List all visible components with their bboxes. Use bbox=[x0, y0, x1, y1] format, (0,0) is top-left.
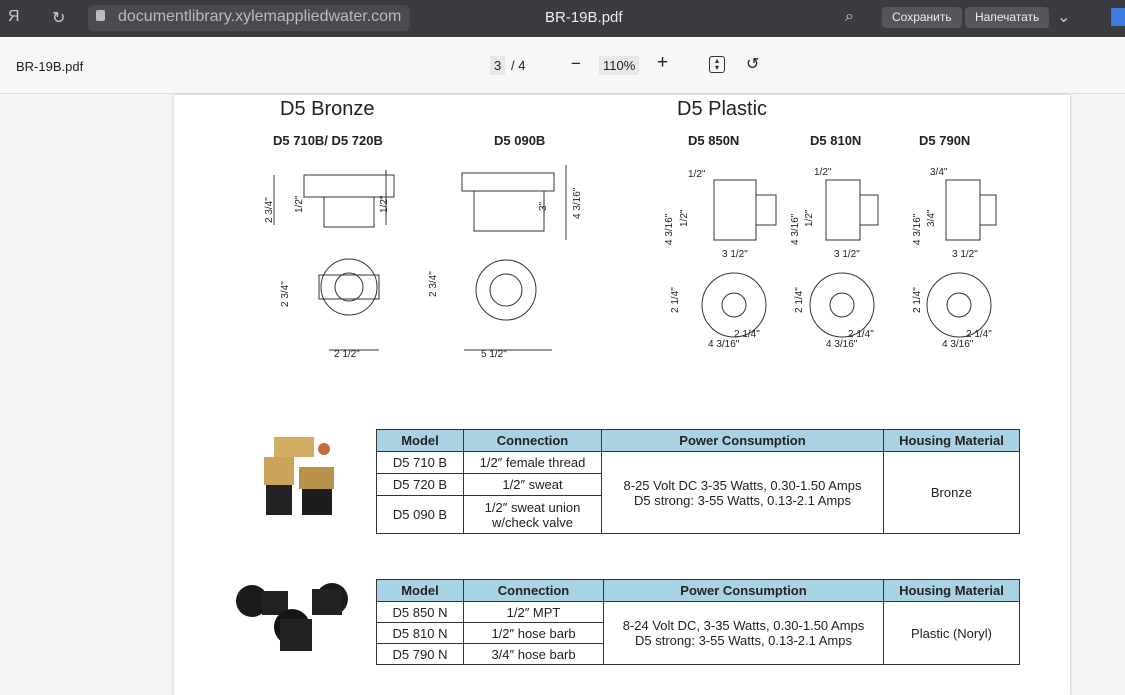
save-button[interactable]: Сохранить bbox=[882, 7, 962, 28]
dimension-label: 4 3/16" bbox=[664, 213, 675, 245]
page-title: BR-19B.pdf bbox=[545, 9, 623, 26]
pdf-page: D5 Bronze D5 Plastic D5 710B/ D5 720B D5… bbox=[174, 95, 1070, 695]
page-total: / 4 bbox=[511, 58, 526, 73]
dimension-label: 4 3/16" bbox=[572, 187, 583, 219]
connection-cell: 1/2″ hose barb bbox=[463, 622, 604, 644]
dimension-label: 3 1/2" bbox=[834, 249, 860, 260]
material-cell: Bronze bbox=[883, 451, 1020, 534]
column-header: Connection bbox=[463, 429, 602, 452]
column-header: Housing Material bbox=[883, 579, 1020, 602]
dimension-label: 1/2" bbox=[688, 169, 706, 180]
column-header: Model bbox=[376, 579, 464, 602]
dimension-label: 2 1/4" bbox=[734, 329, 760, 340]
fit-page-icon[interactable]: ▴▾ bbox=[709, 56, 725, 73]
model-label: D5 710B/ D5 720B bbox=[273, 133, 383, 148]
dimension-label: 2 1/4" bbox=[848, 329, 874, 340]
dimension-label: 1/2" bbox=[679, 209, 690, 227]
power-line: D5 strong: 3-55 Watts, 0.13-2.1 Amps bbox=[634, 633, 852, 648]
zoom-in-button[interactable]: + bbox=[657, 52, 669, 73]
connection-cell: 1/2″ female thread bbox=[463, 451, 602, 474]
bronze-pump-photo bbox=[264, 437, 334, 515]
yandex-icon[interactable]: Я bbox=[8, 8, 20, 25]
power-cell: 8-24 Volt DC, 3-35 Watts, 0.30-1.50 Amps… bbox=[603, 601, 884, 665]
address-bar[interactable]: documentlibrary.xylemappliedwater.com bbox=[88, 5, 410, 31]
power-line: 8-25 Volt DC 3-35 Watts, 0.30-1.50 Amps bbox=[623, 477, 862, 493]
dimension-label: 3 1/2" bbox=[952, 249, 978, 260]
column-header: Model bbox=[376, 429, 464, 452]
column-header: Housing Material bbox=[883, 429, 1020, 452]
reload-icon[interactable]: ↻ bbox=[52, 10, 66, 27]
model-cell: D5 710 B bbox=[376, 451, 464, 474]
bronze-title: D5 Bronze bbox=[280, 98, 375, 120]
model-cell: D5 810 N bbox=[376, 622, 464, 644]
dimension-label: 5 1/2" bbox=[481, 349, 507, 360]
material-cell: Plastic (Noryl) bbox=[883, 601, 1020, 665]
dimension-label: 3/4" bbox=[926, 209, 937, 227]
dimension-label: 4 3/16" bbox=[826, 339, 858, 350]
connection-cell: 1/2″ sweat bbox=[463, 473, 602, 496]
model-label: D5 850N bbox=[688, 133, 740, 148]
zoom-out-button[interactable]: − bbox=[571, 54, 581, 73]
plastic-title: D5 Plastic bbox=[677, 98, 768, 120]
dimension-label: 4 3/16" bbox=[942, 339, 974, 350]
dimension-label: 2 3/4" bbox=[280, 281, 291, 307]
connection-cell: 3/4″ hose barb bbox=[463, 643, 604, 665]
dimension-label: 2 3/4" bbox=[428, 271, 439, 297]
column-header: Connection bbox=[463, 579, 604, 602]
lock-icon bbox=[96, 10, 105, 21]
browser-titlebar: Я ↻ documentlibrary.xylemappliedwater.co… bbox=[0, 0, 1125, 37]
model-label: D5 090B bbox=[494, 133, 546, 148]
dimension-label: 2 1/2" bbox=[334, 349, 360, 360]
page-number-input[interactable]: 3 bbox=[490, 56, 506, 75]
zoom-level[interactable]: 110% bbox=[599, 56, 640, 75]
model-label: D5 790N bbox=[919, 133, 971, 148]
connection-cell: 1/2″ MPT bbox=[463, 601, 604, 623]
chevron-down-icon[interactable]: ⌄ bbox=[1057, 9, 1071, 26]
technical-drawings bbox=[273, 165, 997, 351]
dimension-label: 1/2" bbox=[379, 195, 390, 213]
rotate-icon[interactable]: ↺ bbox=[746, 56, 760, 73]
dimension-label: 2 3/4" bbox=[264, 197, 275, 223]
power-line: D5 strong: 3-55 Watts, 0.13-2.1 Amps bbox=[633, 492, 851, 508]
dimension-label: 3" bbox=[538, 201, 549, 211]
model-cell: D5 720 B bbox=[376, 473, 464, 496]
print-button[interactable]: Напечатать bbox=[965, 7, 1050, 28]
model-label: D5 810N bbox=[810, 133, 862, 148]
dimension-label: 2 1/4" bbox=[912, 287, 923, 313]
dimension-label: 1/2" bbox=[814, 167, 832, 178]
connection-cell: 1/2″ sweat union w/check valve bbox=[463, 495, 602, 534]
dimension-label: 3 1/2" bbox=[722, 249, 748, 260]
dimension-label: 2 1/4" bbox=[670, 287, 681, 313]
pdf-toolbar: BR-19B.pdf 3 / 4 − 110% + ▴▾ ↺ bbox=[0, 37, 1125, 94]
plastic-pump-photo bbox=[236, 583, 348, 651]
model-cell: D5 850 N bbox=[376, 601, 464, 623]
dimension-label: 4 3/16" bbox=[790, 213, 801, 245]
column-header: Power Consumption bbox=[601, 429, 884, 452]
dimension-label: 2 1/4" bbox=[794, 287, 805, 313]
power-line: 8-24 Volt DC, 3-35 Watts, 0.30-1.50 Amps bbox=[622, 618, 865, 633]
dimension-label: 1/2" bbox=[294, 195, 305, 213]
model-cell: D5 090 B bbox=[376, 495, 464, 534]
extension-icon[interactable] bbox=[1111, 8, 1125, 26]
dimension-label: 4 3/16" bbox=[912, 213, 923, 245]
model-cell: D5 790 N bbox=[376, 643, 464, 665]
dimension-label: 3/4" bbox=[930, 167, 948, 178]
file-name: BR-19B.pdf bbox=[16, 59, 84, 74]
column-header: Power Consumption bbox=[603, 579, 884, 602]
zoom-search-icon[interactable]: ⌕ bbox=[845, 8, 854, 25]
dimension-label: 1/2" bbox=[804, 209, 815, 227]
dimension-label: 2 1/4" bbox=[966, 329, 992, 340]
dimension-label: 4 3/16" bbox=[708, 339, 740, 350]
